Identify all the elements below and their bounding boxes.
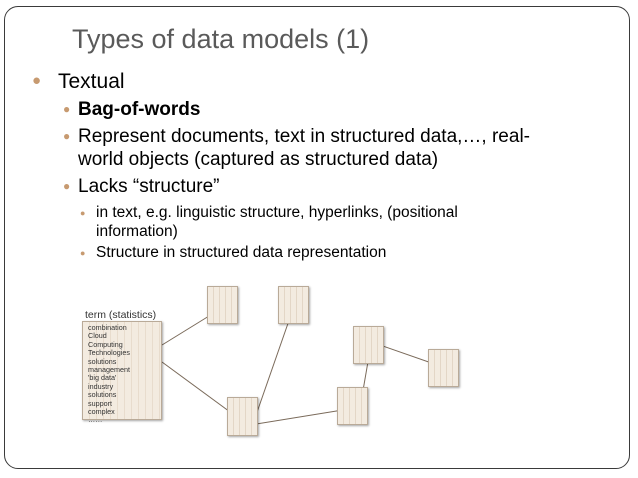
term-item: management (88, 365, 130, 375)
term-item: solutions (88, 356, 117, 366)
document-box (207, 286, 238, 324)
bullet-in-text-line2: information) (96, 223, 178, 240)
term-item: 'big data' (88, 373, 117, 383)
document-box (278, 286, 309, 324)
bullet-icon: ● (63, 129, 71, 143)
bullet-represent-documents: Represent documents, text in structured … (78, 125, 530, 171)
bullet-bag-of-words: Bag-of-words (78, 99, 201, 120)
document-box (227, 397, 258, 436)
document-box (337, 387, 368, 425)
bullet-lacks-structure: Lacks “structure” (78, 176, 220, 197)
bullet-icon: ● (63, 102, 71, 116)
term-item: combination (88, 323, 127, 332)
term-item: solutions (88, 390, 117, 400)
term-item: Technologies (88, 348, 130, 358)
term-item: industry (88, 381, 114, 391)
term-item: Cloud (88, 331, 107, 341)
bullet-icon: ● (32, 72, 42, 89)
link-line (254, 308, 294, 419)
bullet-icon: ● (80, 208, 86, 218)
bullet-icon: ● (63, 179, 71, 193)
term-item: …… (88, 415, 103, 425)
bullet-textual: Textual (58, 70, 125, 93)
document-box (428, 349, 459, 387)
slide-title: Types of data models (1) (72, 24, 370, 54)
term-item: support (88, 398, 112, 408)
bullet-icon: ● (80, 248, 86, 258)
term-item: complex (88, 407, 115, 417)
term-item: Computing (88, 339, 123, 349)
bullet-in-text: in text, e.g. linguistic structure, hype… (96, 203, 458, 241)
bullet-in-text-line1: in text, e.g. linguistic structure, hype… (96, 204, 458, 221)
bag-of-words-box (82, 321, 162, 420)
document-box (353, 326, 384, 364)
bullet-structure-structured-data: Structure in structured data representat… (96, 244, 387, 261)
bullet-represent-line2: world objects (captured as structured da… (78, 149, 439, 170)
bullet-represent-line1: Represent documents, text in structured … (78, 126, 530, 147)
term-list: combination Cloud Computing Technologies… (88, 323, 130, 425)
term-statistics-label: term (statistics) (85, 309, 157, 321)
